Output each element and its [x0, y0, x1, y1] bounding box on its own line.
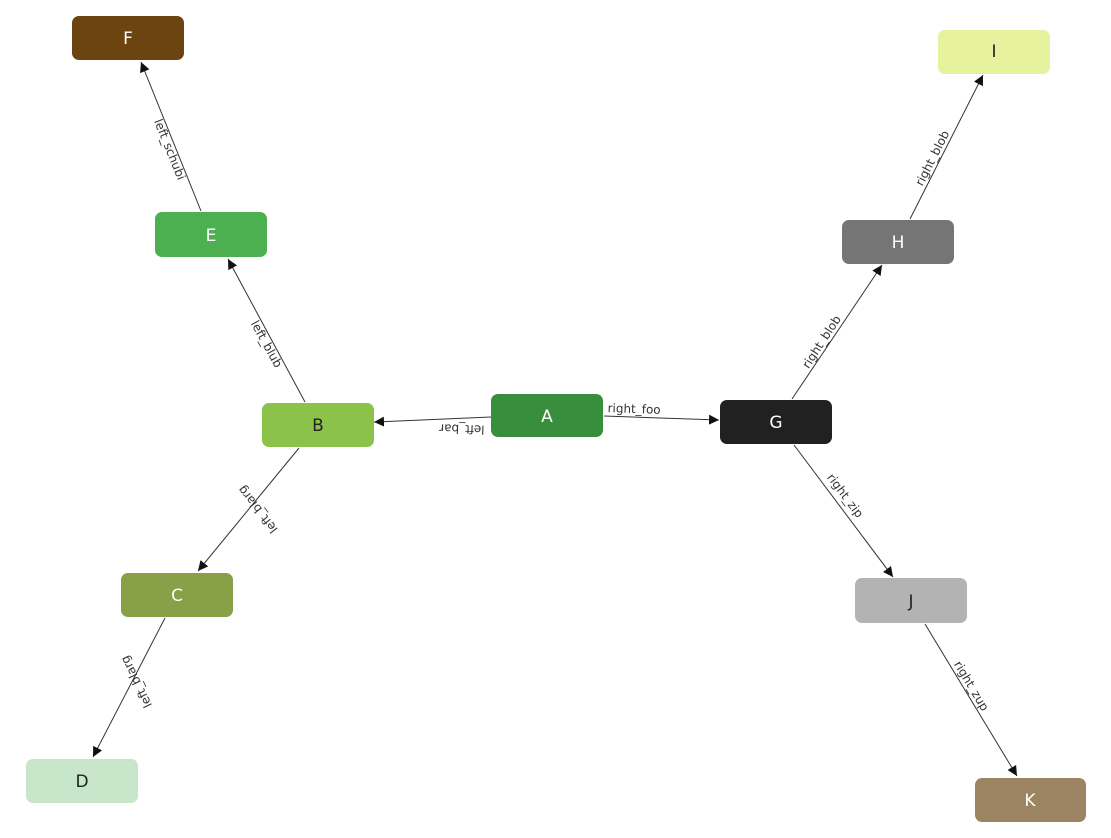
edge-a-b: left_bar — [373, 416, 492, 437]
edge-a-g: right_foo — [603, 401, 720, 425]
node-h-label: H — [892, 233, 905, 253]
edge-h-i: right_blob — [909, 74, 984, 220]
edge-b-c-line — [197, 447, 300, 572]
edge-h-i-label: right_blob — [913, 128, 953, 188]
node-j[interactable]: J — [855, 578, 967, 623]
edge-e-f-label: left_schubi — [151, 117, 188, 182]
node-f-label: F — [123, 29, 133, 49]
edge-h-i-line — [909, 74, 984, 220]
edge-j-k-line — [924, 623, 1018, 777]
node-a-label: A — [541, 407, 553, 427]
edge-c-d-line — [92, 617, 166, 758]
edge-b-e: left_blub — [227, 258, 306, 403]
edge-e-f-line — [140, 61, 202, 212]
node-h[interactable]: H — [842, 220, 954, 264]
edge-a-b-label: left_bar — [439, 421, 485, 437]
edge-g-h-label: right_blob — [799, 313, 843, 371]
node-d-box — [26, 759, 138, 803]
node-g[interactable]: G — [720, 400, 832, 444]
node-k-box — [975, 778, 1086, 822]
node-e-label: E — [206, 226, 217, 246]
node-f-box — [72, 16, 184, 60]
node-j-box — [855, 578, 967, 623]
node-g-label: G — [769, 413, 782, 433]
edge-g-h-line — [791, 264, 883, 400]
node-k[interactable]: K — [975, 778, 1086, 822]
edge-b-e-line — [227, 258, 306, 403]
node-i[interactable]: I — [938, 30, 1050, 74]
edge-b-c-label: left_blarg — [235, 483, 281, 536]
node-a-box — [491, 394, 603, 437]
node-f[interactable]: F — [72, 16, 184, 60]
node-c[interactable]: C — [121, 573, 233, 617]
node-k-label: K — [1024, 791, 1036, 811]
node-g-box — [720, 400, 832, 444]
edge-g-h: right_blob — [791, 264, 883, 400]
edge-c-d: left_blarg — [92, 617, 166, 758]
node-h-box — [842, 220, 954, 264]
edge-a-g-line — [603, 414, 720, 425]
nodes: A B C D E F G H — [26, 16, 1086, 822]
edge-a-g-label: right_foo — [607, 401, 661, 417]
edge-g-j: right_zip — [793, 444, 894, 578]
node-i-box — [938, 30, 1050, 74]
node-b[interactable]: B — [262, 403, 374, 447]
node-a[interactable]: A — [491, 394, 603, 437]
edge-j-k: right_zup — [924, 623, 1018, 777]
edge-e-f: left_schubi — [140, 61, 202, 212]
edge-c-d-label: left_blarg — [118, 653, 155, 710]
node-e[interactable]: E — [155, 212, 267, 257]
node-d[interactable]: D — [26, 759, 138, 803]
node-e-box — [155, 212, 267, 257]
edge-b-e-label: left_blub — [248, 318, 285, 370]
node-b-box — [262, 403, 374, 447]
edge-a-b-line — [373, 416, 492, 427]
edge-j-k-label: right_zup — [951, 658, 992, 713]
node-j-label: J — [907, 592, 913, 612]
edge-b-c: left_blarg — [197, 447, 300, 572]
edge-g-j-line — [793, 444, 894, 578]
node-b-label: B — [312, 416, 324, 436]
node-d-label: D — [75, 772, 88, 792]
node-c-box — [121, 573, 233, 617]
node-i-label: I — [991, 42, 996, 62]
node-c-label: C — [171, 586, 183, 606]
